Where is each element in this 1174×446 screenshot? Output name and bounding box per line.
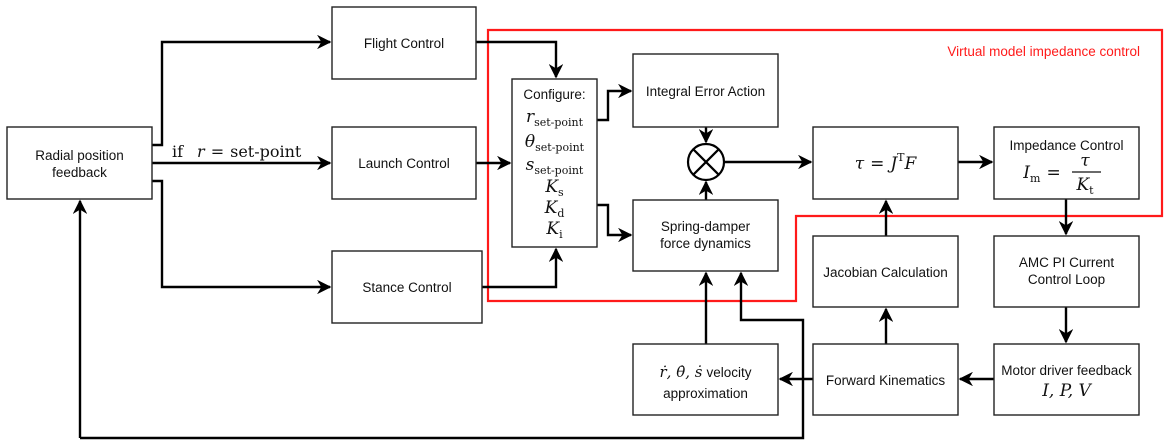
connections <box>72 34 1074 440</box>
wire-configure-to-integral <box>597 83 633 122</box>
wire-stance-to-configure <box>482 247 564 289</box>
block-flight-control[interactable]: Flight Control <box>331 6 477 80</box>
param-s-setpoint: sset-point <box>526 155 584 177</box>
block-configure[interactable]: Configure: rset-point θset-point sset-po… <box>511 78 598 248</box>
torque-equation: τ=JTF <box>855 151 918 174</box>
block-amc-pi-current-loop[interactable]: AMC PI Current Control Loop <box>993 235 1140 308</box>
virtual-model-region-label: Virtual model impedance control <box>947 44 1140 59</box>
block-motor-driver-feedback[interactable]: Motor driver feedback I, P, V <box>993 343 1140 416</box>
block-radial-position-feedback[interactable]: Radial position feedback <box>6 126 153 200</box>
block-spring-damper[interactable]: Spring-damper force dynamics <box>632 199 779 272</box>
configure-title: Configure: <box>523 87 585 102</box>
impedance-denominator: Kt <box>1075 175 1094 197</box>
flight-control-label: Flight Control <box>364 36 444 51</box>
radial-label-line1: Radial position <box>35 148 124 163</box>
virtual-model-region-border <box>486 28 1164 303</box>
spring-label-line1: Spring-damper <box>661 219 751 234</box>
block-impedance-control[interactable]: Impedance Control Im= τ Kt <box>993 126 1140 200</box>
amc-label-line2: Control Loop <box>1028 272 1105 287</box>
block-stance-control[interactable]: Stance Control <box>331 250 483 324</box>
impedance-lhs: Im= <box>1022 163 1060 185</box>
forward-kinematics-label: Forward Kinematics <box>826 373 946 388</box>
motor-title: Motor driver feedback <box>1001 363 1132 378</box>
block-torque-jacobian-transpose[interactable]: τ=JTF <box>812 126 959 200</box>
impedance-numerator: τ <box>1080 151 1090 171</box>
integral-label: Integral Error Action <box>646 84 765 99</box>
launch-control-label: Launch Control <box>358 156 450 171</box>
velocity-label-line2: approximation <box>663 386 748 401</box>
param-theta-setpoint: θset-point <box>525 132 585 154</box>
motor-vars: I, P, V <box>1041 381 1092 401</box>
block-jacobian-calculation[interactable]: Jacobian Calculation <box>812 235 959 308</box>
block-forward-kinematics[interactable]: Forward Kinematics <box>812 343 959 416</box>
param-ks: Ks <box>544 177 564 199</box>
wire-radial-to-flight <box>152 34 332 147</box>
param-kd: Kd <box>544 198 565 220</box>
wire-position-feedback-to-spring <box>80 271 805 440</box>
stance-control-label: Stance Control <box>362 280 451 295</box>
wire-flight-to-configure <box>476 40 564 79</box>
radial-label-line2: feedback <box>52 165 107 180</box>
jacobian-label: Jacobian Calculation <box>823 265 948 280</box>
wire-radial-to-stance <box>152 179 332 295</box>
amc-label-line1: AMC PI Current <box>1019 255 1115 270</box>
param-ki: Ki <box>545 219 563 241</box>
summing-junction <box>686 142 726 182</box>
block-integral-error-action[interactable]: Integral Error Action <box>632 53 779 128</box>
impedance-title: Impedance Control <box>1009 138 1123 153</box>
wire-configure-to-spring <box>597 203 633 243</box>
spring-label-line2: force dynamics <box>660 236 751 251</box>
param-r-setpoint: rset-point <box>526 107 584 129</box>
block-launch-control[interactable]: Launch Control <box>331 126 477 200</box>
